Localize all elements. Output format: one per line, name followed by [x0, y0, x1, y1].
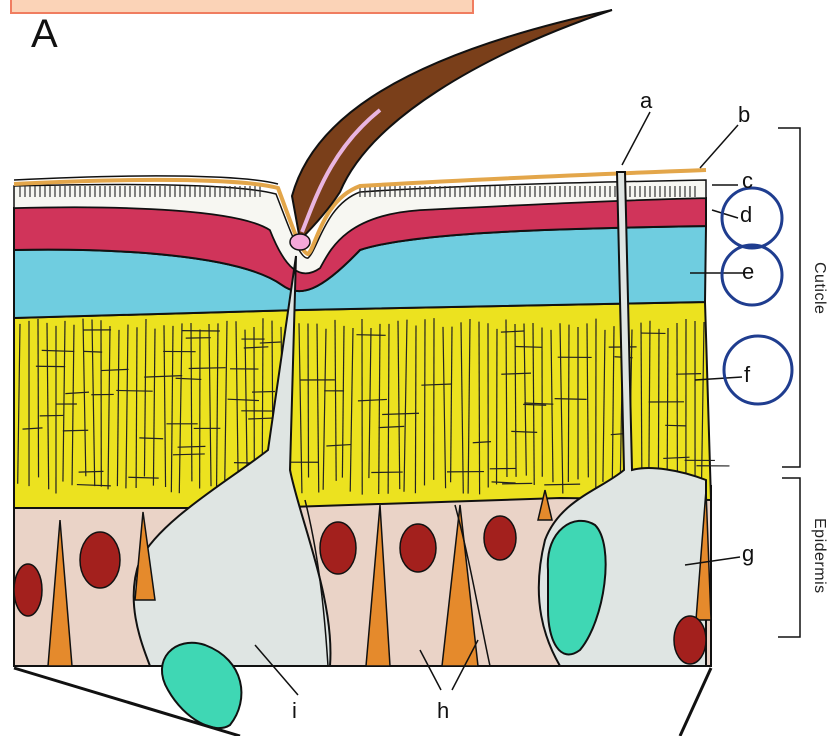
nucleus	[320, 522, 356, 574]
label-i: i	[292, 700, 297, 722]
fiber-cross	[356, 335, 385, 336]
fiber-line	[424, 319, 425, 485]
label-c: c	[742, 170, 753, 192]
label-h: h	[437, 700, 449, 722]
highlight-circle-f	[724, 336, 792, 404]
fiber-cross	[665, 425, 686, 426]
fiber-cross	[555, 399, 587, 400]
label-f: f	[744, 364, 750, 386]
label-e: e	[742, 261, 754, 283]
fiber-cross	[252, 392, 275, 393]
fiber-cross	[544, 484, 580, 485]
region-label-epidermis: Epidermis	[810, 518, 827, 594]
fiber-cross	[79, 471, 104, 472]
fiber-line	[658, 329, 659, 483]
label-d: d	[740, 204, 752, 226]
label-g: g	[742, 543, 754, 565]
label-b: b	[738, 104, 750, 126]
hair-base-bulb	[290, 234, 310, 250]
nucleus	[400, 524, 436, 572]
fiber-line	[568, 325, 569, 482]
fiber-cross	[178, 446, 206, 447]
nucleus	[484, 516, 516, 560]
fiber-cross	[84, 351, 102, 352]
zoom-lines	[14, 668, 711, 736]
fiber-cross	[515, 347, 542, 348]
region-label-cuticle: Cuticle	[810, 262, 827, 314]
fiber-cross	[189, 368, 226, 369]
fiber-cross	[523, 404, 546, 405]
fiber-line	[38, 319, 39, 477]
nucleus	[14, 564, 42, 616]
label-a: a	[640, 90, 652, 112]
fiber-line	[308, 323, 309, 477]
fiber-cross	[676, 374, 701, 375]
fiber-cross	[63, 430, 88, 431]
fiber-line	[415, 325, 416, 493]
fiber-cross	[116, 390, 152, 391]
nucleus	[80, 532, 120, 588]
nucleus	[674, 616, 706, 664]
fiber-line	[479, 322, 480, 495]
